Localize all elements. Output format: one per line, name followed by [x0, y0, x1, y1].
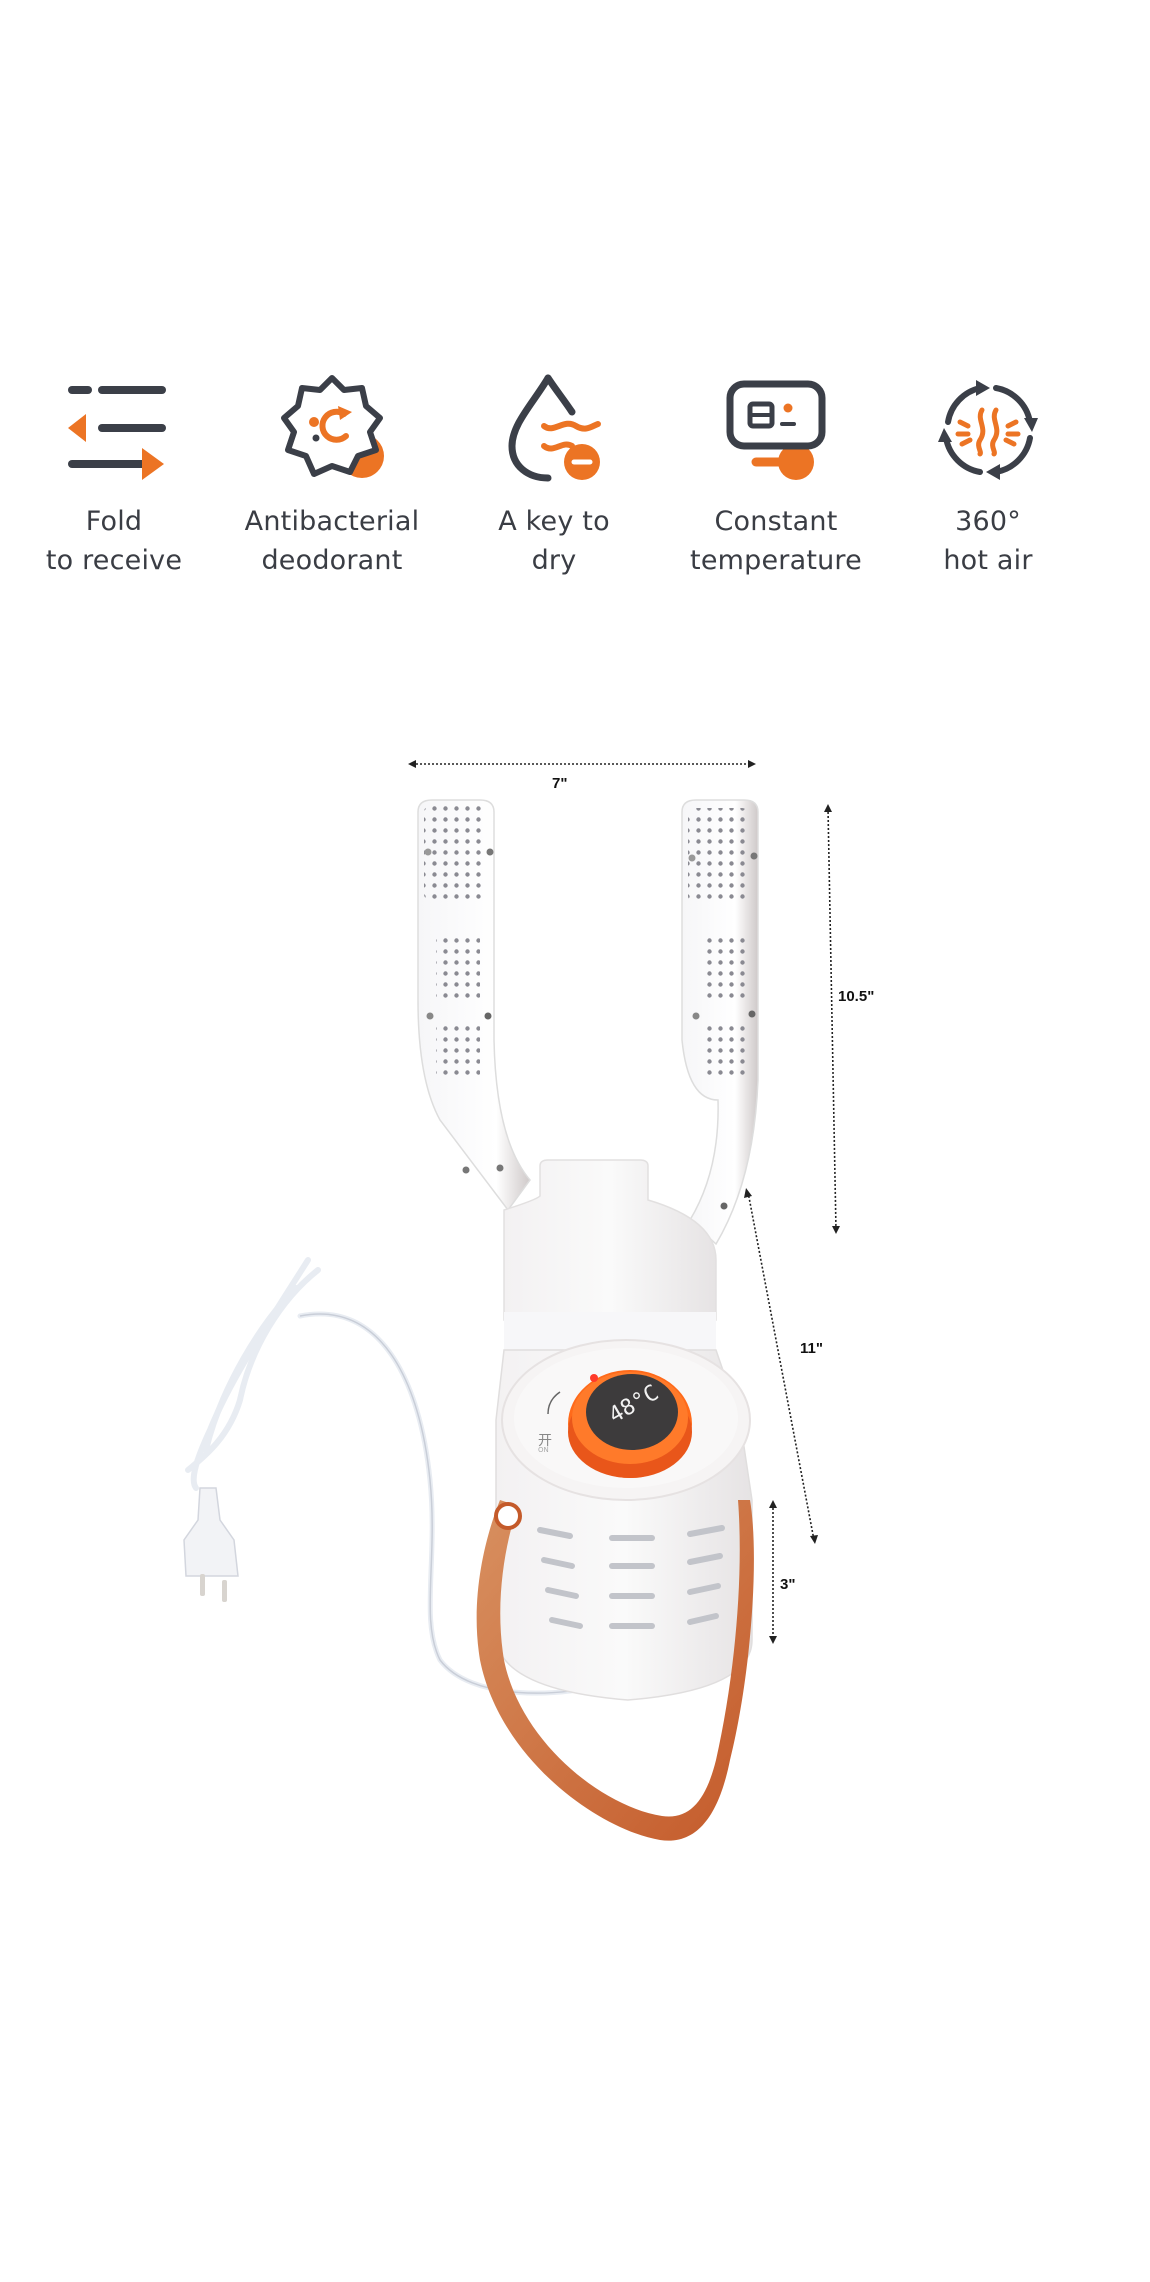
dimension-length [744, 1188, 818, 1544]
feature-label: Antibacterial deodorant [244, 506, 420, 576]
knob-label-on-en: ON [538, 1446, 549, 1454]
right-arm [681, 799, 759, 1246]
thermostat-display-icon [726, 380, 826, 480]
dimension-base-height [769, 1500, 777, 1644]
dimension-label-base-height: 3" [780, 1576, 796, 1593]
feature-label: Constant temperature [690, 506, 862, 576]
feature-temperature: Constant temperature [676, 370, 876, 580]
dimension-width [408, 760, 756, 768]
dimension-arm-height [824, 804, 840, 1234]
power-cord-shadow [299, 1313, 621, 1694]
product-image-shoe-dryer: 7" 10.5" 11" 3" 48°C 开 ON [0, 740, 1150, 1880]
feature-dry: A key to dry [454, 370, 654, 580]
eu-plug [183, 1487, 239, 1602]
antibacterial-badge-icon [281, 375, 384, 478]
water-drop-dry-icon [508, 374, 601, 482]
fold-arrows-icon [68, 386, 166, 480]
dimension-label-width: 7" [552, 775, 568, 792]
circular-hot-air-icon [938, 380, 1038, 480]
feature-row: Fold to receive Antibacterial deodorant [0, 370, 1150, 590]
feature-label: A key to dry [498, 506, 610, 576]
feature-antibacterial: Antibacterial deodorant [232, 370, 432, 580]
knob-label-on-cn: 开 [538, 1433, 552, 1449]
feature-label: Fold to receive [45, 506, 183, 576]
carry-strap [476, 1500, 754, 1841]
vent-slots [537, 1525, 725, 1629]
feature-hot-air: 360° hot air [888, 370, 1088, 580]
feature-fold: Fold to receive [14, 370, 214, 580]
dimension-label-length: 11" [800, 1340, 823, 1357]
left-arm [417, 799, 531, 1212]
temperature-knob [547, 1370, 692, 1478]
shoe-dryer-illustration [183, 760, 840, 1841]
feature-label: 360° hot air [943, 506, 1033, 576]
dimension-label-arm-height: 10.5" [838, 988, 875, 1005]
